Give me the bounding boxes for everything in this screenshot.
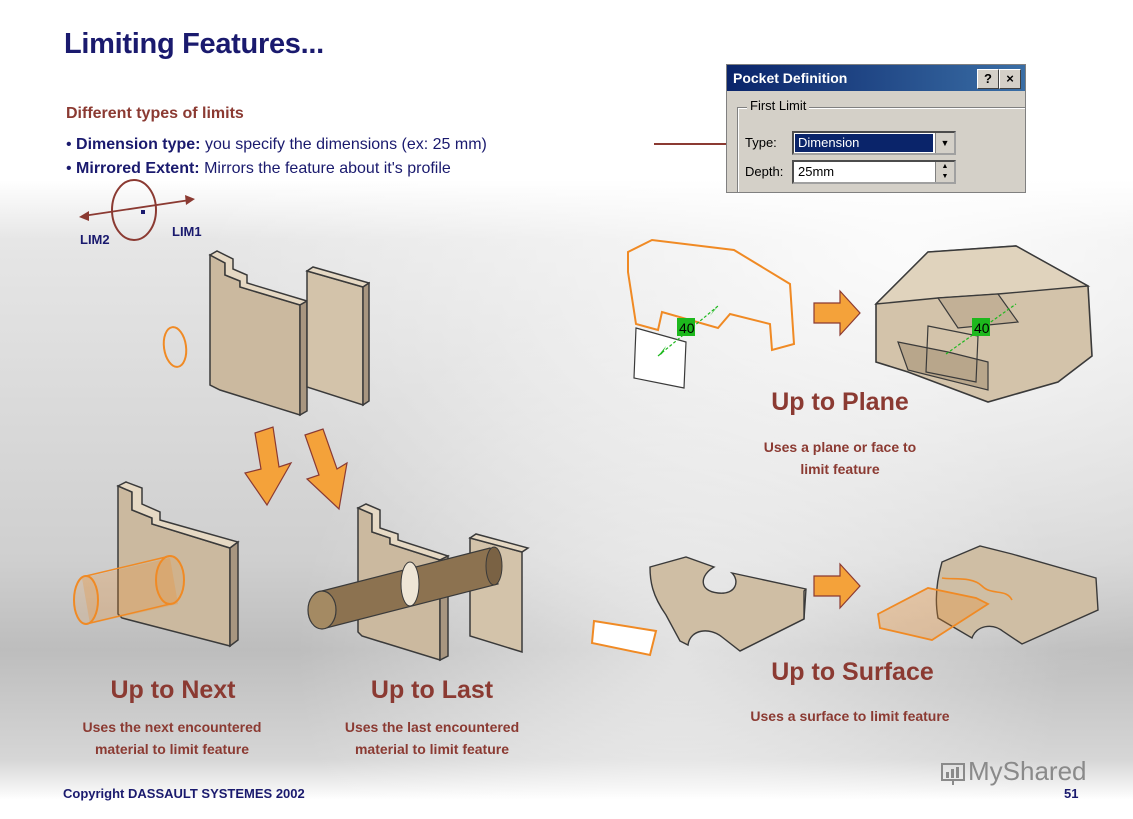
bullet-text: you specify the dimensions (ex: 25 mm) <box>200 136 487 153</box>
mirror-extent-diagram <box>79 179 195 241</box>
dialog-title: Pocket Definition <box>733 70 848 86</box>
first-limit-group <box>737 107 1025 192</box>
bullet-mirrored-extent: • Mirrored Extent: Mirrors the feature a… <box>66 160 451 178</box>
profile-ellipse <box>111 179 157 241</box>
bullet-term: Mirrored Extent: <box>76 160 200 177</box>
watermark-logo: MyShared <box>940 756 1087 787</box>
arrow-right-icon-surface <box>813 562 861 610</box>
chevron-down-icon[interactable]: ▼ <box>935 133 954 153</box>
description-line: Uses a plane or face to <box>763 439 917 455</box>
bullet-term: Dimension type: <box>76 136 201 153</box>
watermark-text: MyShared <box>968 756 1087 786</box>
arrow-right-icon-plane <box>813 289 861 337</box>
description-line: Uses the last encountered <box>344 719 520 735</box>
up-to-surface-sketch <box>590 556 807 657</box>
section-subtitle: Different types of limits <box>66 105 244 122</box>
bullet-dimension-type: • Dimension type: you specify the dimens… <box>66 136 487 154</box>
dimension-badge-1: 40 <box>679 320 695 336</box>
up-to-plane-sketch: 40 <box>627 238 796 389</box>
slide-title: Limiting Features... <box>64 28 324 60</box>
presentation-icon <box>941 763 965 786</box>
description-line: Uses the next encountered <box>82 719 262 735</box>
up-to-next-title: Up to Next <box>110 676 236 704</box>
up-to-next-illustration <box>73 481 240 648</box>
dimension-badge-2: 40 <box>974 320 990 336</box>
first-limit-label: First Limit <box>747 98 810 113</box>
up-to-next-description: Uses the next encountered material to li… <box>52 716 292 760</box>
up-to-plane-result: 40 <box>874 245 1093 403</box>
dialog-titlebar: Pocket Definition ? × <box>727 65 1025 91</box>
depth-field[interactable]: 25mm ▲▼ <box>792 160 956 184</box>
type-dropdown-value: Dimension <box>795 134 933 152</box>
type-label: Type: <box>745 135 777 150</box>
pocket-definition-dialog: Pocket Definition ? × First Limit Type: … <box>726 64 1026 193</box>
lim1-arrowhead <box>185 195 195 205</box>
up-to-plane-title: Up to Plane <box>771 388 909 416</box>
up-to-surface-result <box>877 545 1099 645</box>
up-to-last-illustration <box>307 503 530 662</box>
up-to-last-description: Uses the last encountered material to li… <box>312 716 552 760</box>
page-number: 51 <box>1064 786 1079 801</box>
up-to-surface-description: Uses a surface to limit feature <box>750 708 950 724</box>
up-to-surface-title: Up to Surface <box>771 658 934 686</box>
down-arrows <box>244 426 348 511</box>
copyright-text: Copyright DASSAULT SYSTEMES 2002 <box>63 786 305 801</box>
description-line: limit feature <box>800 461 880 477</box>
description-line: material to limit feature <box>94 741 250 757</box>
spinner-icon[interactable]: ▲▼ <box>935 162 954 182</box>
lim2-label: LIM2 <box>80 232 110 247</box>
type-dropdown[interactable]: Dimension ▼ <box>792 131 956 155</box>
depth-value: 25mm <box>798 164 835 179</box>
bullet-glyph: • <box>66 160 77 177</box>
initial-parts-illustration <box>162 250 370 417</box>
up-to-last-title: Up to Last <box>370 676 494 704</box>
depth-label: Depth: <box>745 164 784 179</box>
close-button[interactable]: × <box>999 69 1021 89</box>
up-to-plane-description: Uses a plane or face to limit feature <box>725 436 955 480</box>
help-button[interactable]: ? <box>977 69 999 89</box>
lim1-label: LIM1 <box>172 224 202 239</box>
bullet-text: Mirrors the feature about it's profile <box>199 160 451 177</box>
lim2-arrowhead <box>79 211 89 221</box>
description-line: material to limit feature <box>354 741 510 757</box>
bullet-glyph: • <box>66 136 77 153</box>
